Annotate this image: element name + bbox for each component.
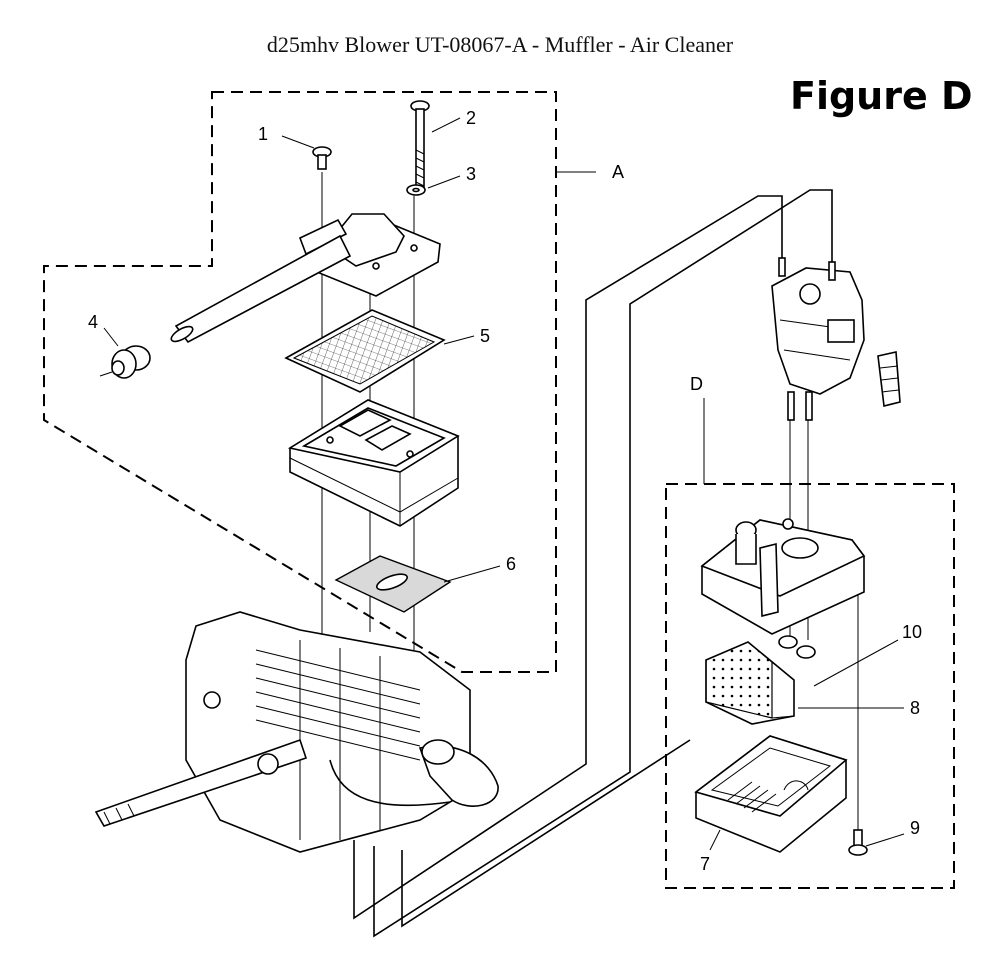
callout-5: 5: [480, 326, 490, 346]
callout-2-leader: [431, 117, 461, 133]
callout-4: 4: [88, 312, 98, 332]
air-cleaner-cover: [700, 518, 866, 635]
air-cleaner-base-part-7: [694, 735, 848, 853]
callout-5-leader: [443, 335, 475, 345]
muffler-cover: [170, 213, 441, 344]
muffler-body: [287, 399, 460, 527]
carburetor: [771, 257, 901, 421]
muffler-group-boundary: [43, 91, 557, 673]
callout-2: 2: [466, 108, 476, 128]
gasket-part-6: [334, 555, 452, 613]
callout-1: 1: [258, 124, 268, 144]
callout-10: 10: [902, 622, 922, 642]
washer-part-3: [406, 184, 426, 196]
callout-1-leader: [281, 135, 315, 149]
filter-element-part-8: [705, 641, 795, 725]
callout-3-leader: [427, 175, 461, 189]
group-label-a: A: [612, 162, 624, 182]
callout-7: 7: [700, 854, 710, 874]
callout-9: 9: [910, 818, 920, 838]
callout-7-leader: [709, 829, 721, 851]
nuts-part-10: [778, 635, 816, 659]
long-screw-part-2: [410, 100, 430, 192]
engine-block: [94, 611, 499, 853]
callout-4-leader: [103, 327, 119, 347]
callout-10-leader: [813, 639, 899, 687]
spark-screen-part-5: [284, 309, 446, 393]
callout-6: 6: [506, 554, 516, 574]
diagram-title: d25mhv Blower UT-08067-A - Muffler - Air…: [266, 32, 734, 57]
end-cap-part-4: [99, 345, 151, 379]
group-label-d: D: [690, 374, 703, 394]
callout-3: 3: [466, 164, 476, 184]
callout-6-leader: [443, 565, 501, 583]
callout-9-leader: [865, 833, 905, 847]
figure-label: Figure D: [790, 74, 973, 118]
callout-8: 8: [910, 698, 920, 718]
bolt-part-1: [312, 146, 332, 170]
air-cleaner-group-boundary: [665, 483, 955, 889]
screw-part-9: [848, 829, 868, 856]
